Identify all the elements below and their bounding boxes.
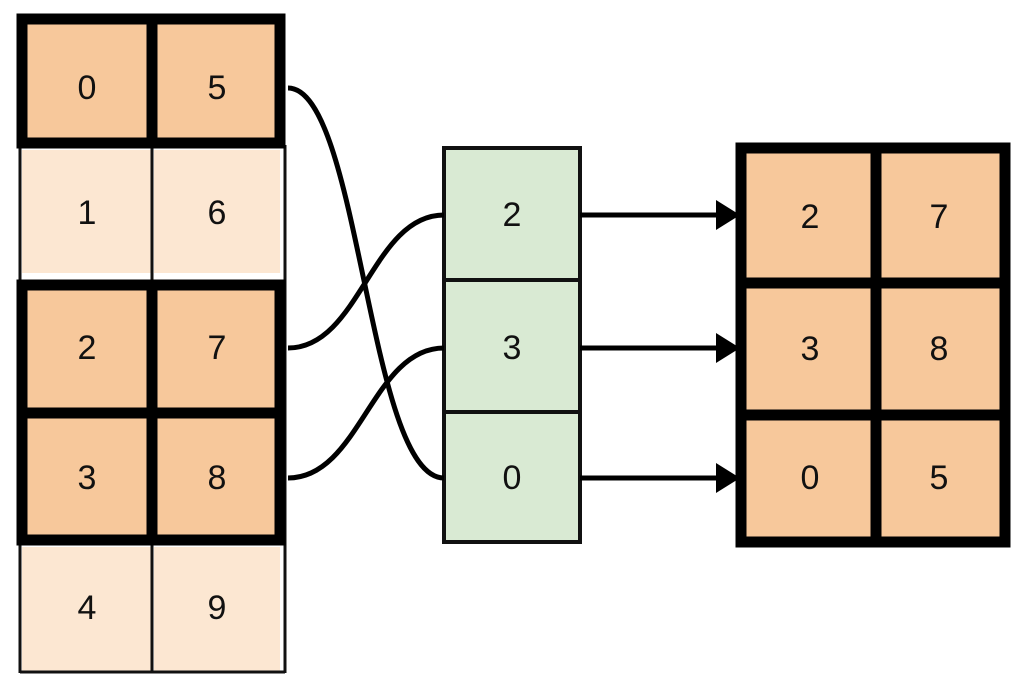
- result-table-row-1[interactable]: 3 8: [746, 285, 1000, 413]
- result-cell-r0c0-bg: [746, 153, 874, 281]
- arrow-head-icon: [716, 333, 740, 363]
- connector-group: [287, 85, 445, 481]
- source-cell-r1c0-label: 1: [78, 194, 97, 232]
- result-cell-r1c0-bg: [746, 285, 874, 413]
- index-cell-0-bg[interactable]: [444, 148, 580, 279]
- source-table-row-0[interactable]: 0 5: [22, 19, 280, 143]
- result-table-row-2[interactable]: 0 5: [746, 417, 1000, 537]
- result-cell-r1c1-label: 8: [930, 330, 949, 368]
- result-cell-r2c1-bg: [878, 417, 1000, 537]
- source-cell-r3c1-label: 8: [208, 459, 227, 497]
- source-table-row-1[interactable]: 1 6: [22, 150, 280, 273]
- source-table-row-4[interactable]: 4 9: [22, 547, 280, 671]
- source-cell-r0c0-bg: [22, 19, 151, 143]
- source-cell-r3c0-label: 3: [78, 459, 97, 497]
- index-column: 2 3 0: [442, 146, 582, 544]
- index-cell-1-bg[interactable]: [444, 280, 580, 411]
- result-table-outline: [735, 142, 1011, 548]
- source-cell-r0c0-label: 0: [78, 69, 97, 107]
- arrow-index2-to-result-row2: [580, 463, 740, 493]
- result-cell-r2c0-label: 0: [801, 459, 820, 497]
- source-cell-r2c0-label: 2: [78, 329, 97, 367]
- source-table-highlight-outline-rows-2-3: [16, 279, 286, 546]
- result-cell-r0c0-label: 2: [801, 198, 820, 236]
- index-cell-1-label: 3: [503, 329, 522, 367]
- arrow-index1-to-result-row1: [580, 333, 740, 363]
- arrow-group: [580, 200, 740, 493]
- result-cell-r1c0-label: 3: [801, 330, 820, 368]
- source-cell-r0c1-label: 5: [208, 69, 227, 107]
- result-cell-r2c1-label: 5: [930, 459, 949, 497]
- source-cell-r0c1-bg: [154, 19, 280, 143]
- arrow-index0-to-result-row0: [580, 200, 740, 230]
- source-cell-r4c1-bg: [154, 547, 280, 671]
- result-table-row-0[interactable]: 2 7: [746, 153, 1000, 281]
- source-cell-r3c1-bg: [154, 417, 280, 540]
- source-table-row-3[interactable]: 3 8: [22, 417, 280, 540]
- result-table: 2 7 3 8 0 5: [735, 142, 1011, 548]
- result-cell-r0c1-bg: [878, 153, 1000, 281]
- arrow-head-icon: [716, 463, 740, 493]
- source-table-highlight-outline-row-0: [16, 13, 286, 149]
- result-cell-r2c0-bg: [746, 417, 874, 537]
- source-cell-r4c0-label: 4: [78, 589, 97, 627]
- connector-row2-to-index0: [287, 212, 445, 351]
- result-cell-r0c1-label: 7: [930, 198, 949, 236]
- source-table: 0 5 1 6 2 7 3 8: [16, 13, 287, 674]
- source-cell-r1c0-bg: [22, 150, 151, 273]
- connector-row3-to-index1: [287, 345, 445, 481]
- source-cell-r2c1-label: 7: [208, 329, 227, 367]
- source-cell-r1c1-label: 6: [208, 194, 227, 232]
- source-table-row-2[interactable]: 2 7: [22, 285, 280, 409]
- arrow-head-icon: [716, 200, 740, 230]
- source-cell-r2c0-bg: [22, 285, 151, 409]
- source-cell-r4c1-label: 9: [208, 589, 227, 627]
- source-cell-r2c1-bg: [154, 285, 280, 409]
- source-cell-r3c0-bg: [22, 417, 151, 540]
- source-cell-r4c0-bg: [22, 547, 151, 671]
- index-cell-0-label: 2: [503, 196, 522, 234]
- index-cell-2-bg[interactable]: [444, 412, 580, 542]
- result-cell-r1c1-bg: [878, 285, 1000, 413]
- index-cell-2-label: 0: [503, 459, 522, 497]
- source-cell-r1c1-bg: [154, 150, 280, 273]
